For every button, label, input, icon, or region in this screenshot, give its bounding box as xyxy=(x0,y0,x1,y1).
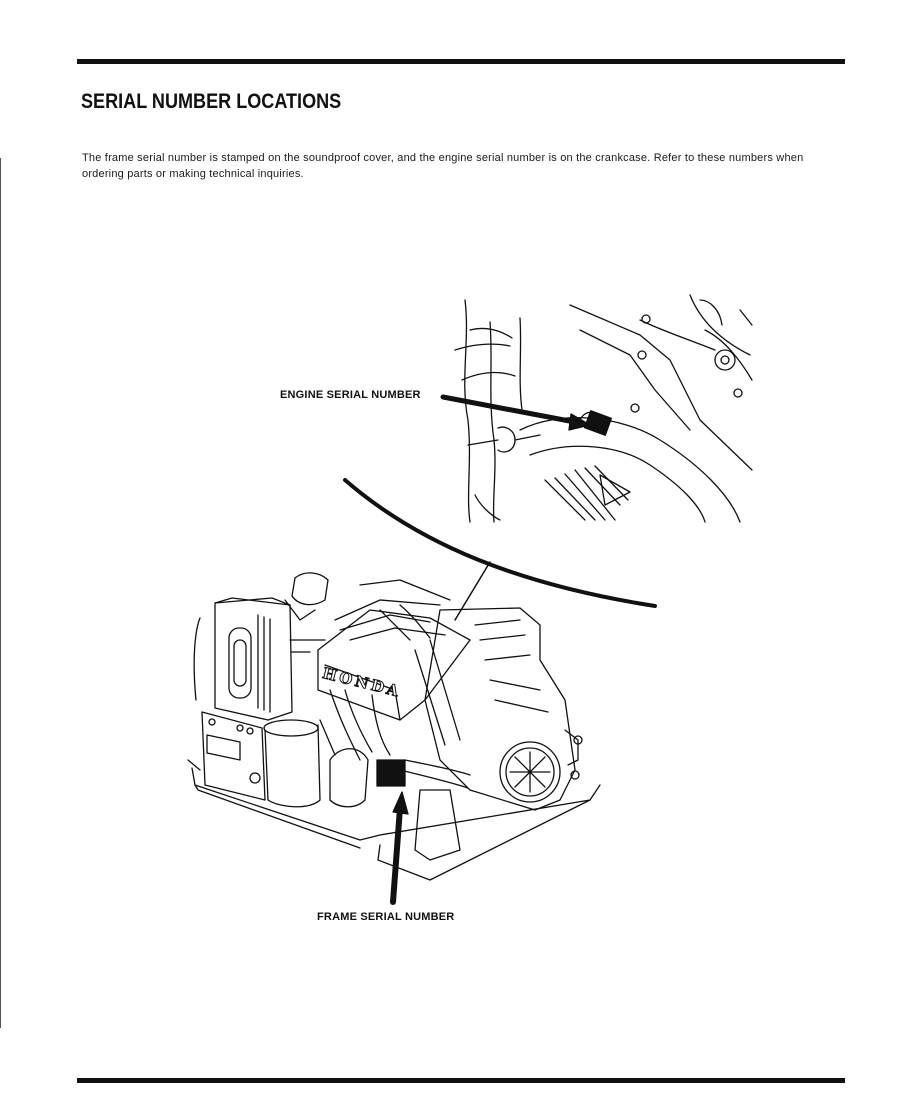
top-rule xyxy=(77,59,845,64)
engine-serial-arrow xyxy=(440,394,583,426)
frame-serial-plate xyxy=(376,759,406,787)
bottom-rule xyxy=(77,1078,845,1083)
page-title: SERIAL NUMBER LOCATIONS xyxy=(81,90,342,113)
page-edge-line xyxy=(0,158,1,1028)
inset-callout-curve xyxy=(343,478,657,608)
frame-serial-number-label: FRAME SERIAL NUMBER xyxy=(317,911,455,923)
generator-body xyxy=(187,572,601,881)
frame-serial-arrow xyxy=(390,805,403,905)
intro-paragraph: The frame serial number is stamped on th… xyxy=(82,152,804,180)
engine-serial-number-label: ENGINE SERIAL NUMBER xyxy=(280,389,421,401)
engine-detail-inset xyxy=(454,294,753,523)
